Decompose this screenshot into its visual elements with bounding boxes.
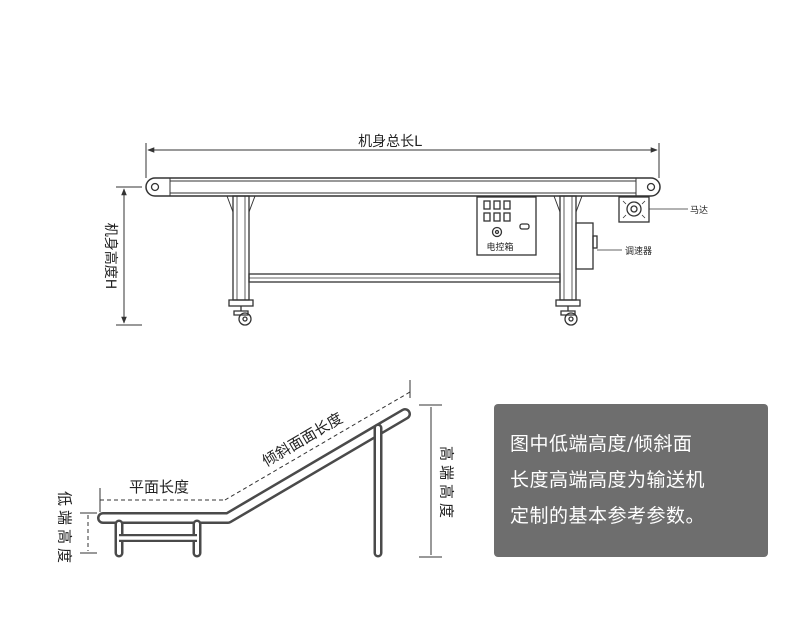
machine-height-label: 机身高度H [102,223,119,290]
speed-controller-label: 调速器 [625,246,652,257]
belt-frame [145,177,661,197]
left-leg [226,195,256,326]
right-leg [553,195,583,326]
switch-icon [503,212,511,222]
caster-wheel-right-icon [564,312,578,326]
knob-icon [491,226,503,238]
machine-height-dimension [116,186,142,326]
note-box: 图中低端高度/倾斜面 长度高端高度为输送机 定制的基本参考参数。 [494,404,768,557]
indicator-light-icon [483,200,491,210]
motor-label: 马达 [690,204,708,216]
incline-length-dimension [224,380,411,501]
flat-conveyor-drawing [116,143,688,326]
control-box-label: 电控箱 [486,241,513,253]
low-end-height-dimension [80,512,97,554]
incline-legs [114,423,383,558]
flat-length-label: 平面长度 [129,478,189,496]
connector-icon [519,223,530,230]
indicator-light-icon [493,200,501,210]
roller-end-right-icon [646,182,656,192]
high-end-height-label: 高端高度 [438,446,456,522]
switch-icon [493,212,501,222]
switch-icon [483,212,491,222]
high-end-height-dimension [419,404,442,558]
speed-controller-body [575,222,622,270]
motor [618,196,688,223]
motor-icon [626,201,642,217]
cross-beam [248,273,561,283]
incline-conveyor-drawing [80,380,442,558]
caster-wheel-left-icon [238,312,252,326]
low-end-height-label: 低端高度 [56,491,74,567]
control-box [476,196,537,256]
roller-end-left-icon [150,182,160,192]
note-line: 定制的基本参考参数。 [510,505,706,527]
note-line: 图中低端高度/倾斜面 [510,433,693,455]
total-length-dimension [145,143,660,178]
total-length-label: 机身总长L [358,134,422,150]
indicator-light-icon [503,200,511,210]
flat-length-dimension [99,488,225,512]
note-line: 长度高端高度为输送机 [510,469,706,491]
